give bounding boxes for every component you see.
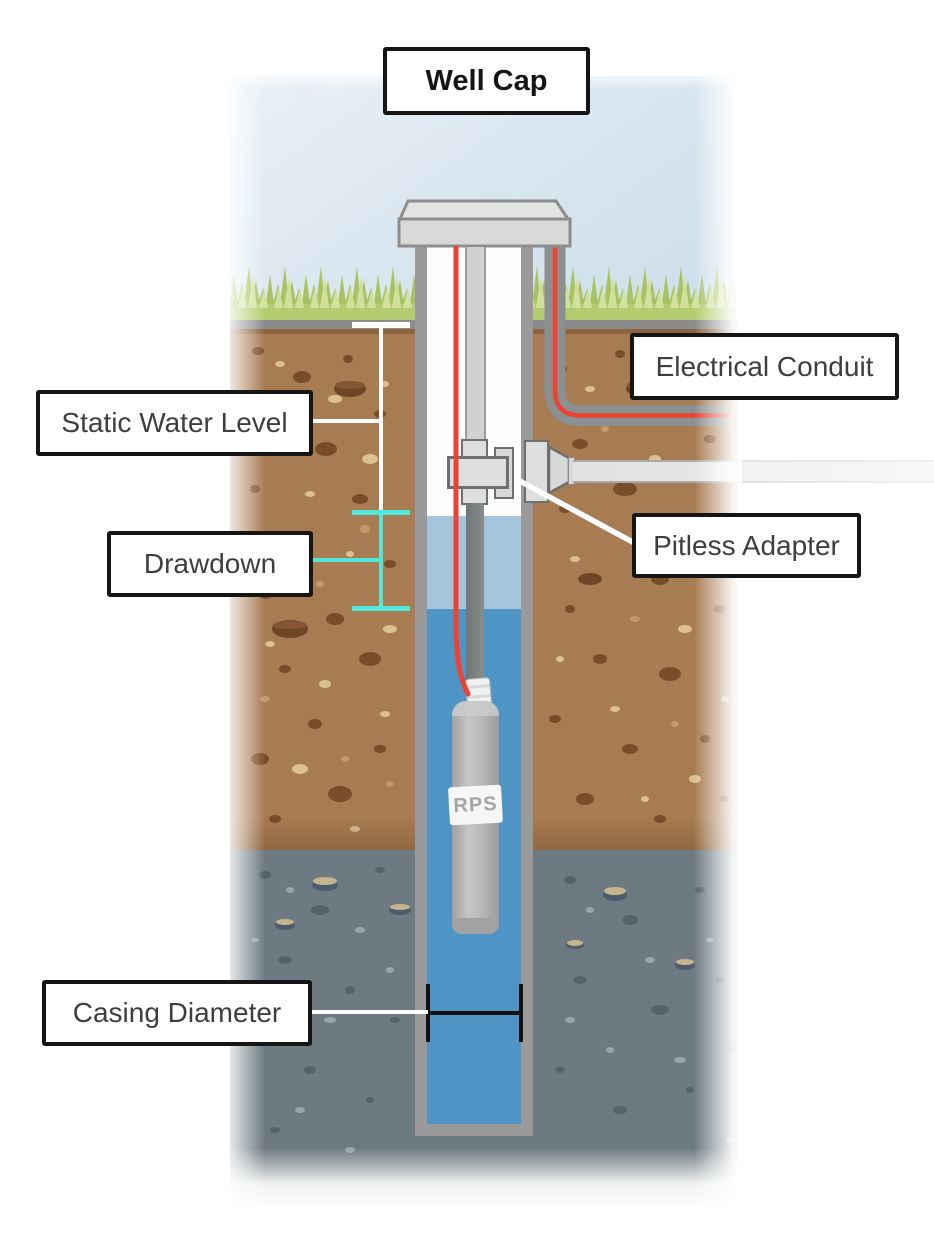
casing-diameter-connector (310, 1010, 428, 1014)
drawdown-tick-bottom (352, 606, 410, 611)
water-service-pipe (573, 460, 742, 483)
pump-shoulder-highlight (452, 701, 499, 716)
static-water-level-label: Static Water Level (36, 390, 313, 456)
pump-brand-text: RPS (452, 792, 499, 817)
pitless-adapter-body (447, 456, 509, 489)
static-water-level-label-text: Static Water Level (61, 407, 288, 438)
electrical-conduit-label-text: Electrical Conduit (655, 350, 874, 382)
electrical-conduit-label: Electrical Conduit (630, 333, 899, 400)
casing-bottom (415, 1124, 533, 1136)
drawdown-connector (311, 558, 381, 562)
pump-label-band: RPS (448, 784, 503, 826)
pitless-flange-outer (524, 440, 549, 503)
drop-pipe-lower (466, 503, 484, 681)
drop-pipe-upper (465, 247, 486, 441)
pump-motor-cap (453, 918, 498, 934)
casing-diameter-label-text: Casing Diameter (72, 997, 282, 1028)
well-cap (397, 199, 572, 248)
pitless-adapter-label: Pitless Adapter (632, 513, 861, 578)
drawdown-label: Drawdown (107, 531, 313, 597)
static-water-level-connector (311, 419, 381, 423)
pitless-adapter-label-text: Pitless Adapter (653, 529, 840, 561)
casing-diameter-label: Casing Diameter (42, 980, 312, 1046)
drawdown-label-text: Drawdown (143, 548, 277, 579)
casing-diameter-line (428, 1011, 521, 1015)
well-cap-label-text: Well Cap (425, 64, 548, 97)
well-cap-label: Well Cap (383, 47, 590, 115)
water-service-pipe-faded (742, 460, 934, 483)
